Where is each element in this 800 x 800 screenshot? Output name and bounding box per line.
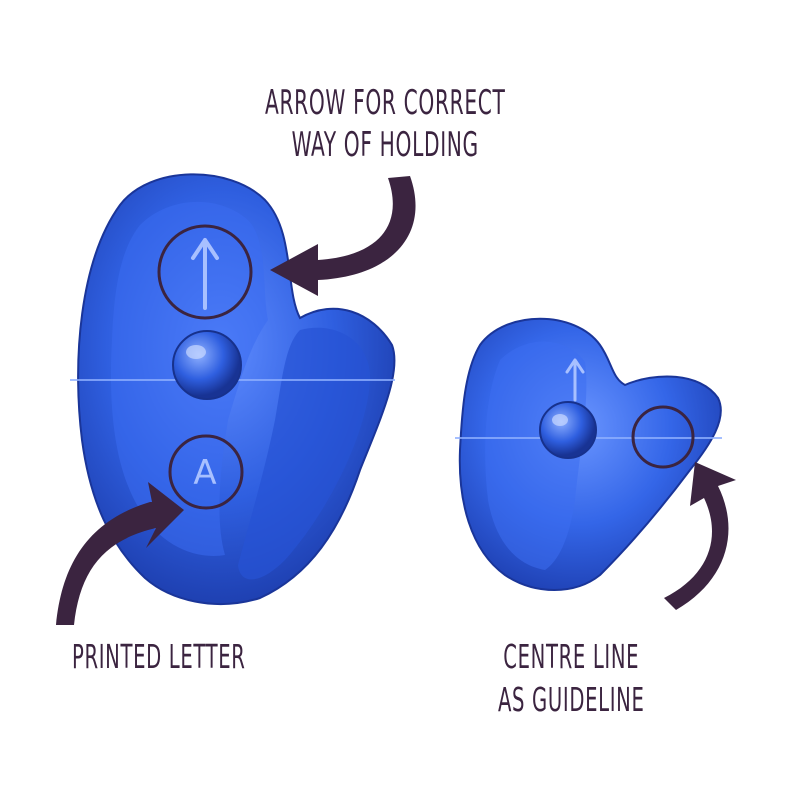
- centre-label-line2: AS GUIDELINE: [498, 680, 645, 719]
- small-cutter-knob: [539, 401, 597, 459]
- printed-letter-label: PRINTED LETTER: [72, 640, 246, 673]
- embossed-arrow-icon: [191, 238, 219, 310]
- small-cutter: [455, 317, 722, 591]
- arrow-for-holding-label: ARROW FOR CORRECT WAY OF HOLDING: [265, 86, 505, 162]
- embossed-letter-a: A: [193, 453, 216, 493]
- centre-line-highlight-circle: [631, 405, 695, 469]
- small-knob-highlight: [552, 414, 568, 426]
- large-cutter-knob: [172, 330, 242, 400]
- centre-line-label: CENTRE LINE AS GUIDELINE: [498, 640, 644, 716]
- arrow-label-line2: WAY OF HOLDING: [291, 125, 479, 165]
- arrow-to-centre-line-icon: [664, 462, 736, 610]
- arrow-highlight-circle: [157, 224, 253, 320]
- arrow-label-line1: ARROW FOR CORRECT: [265, 83, 506, 123]
- annotation-arrows: [56, 176, 736, 625]
- knob-highlight: [186, 345, 206, 359]
- arrow-to-holding-arrow-icon: [270, 176, 416, 296]
- letter-highlight-circle: [168, 434, 244, 510]
- printed-letter-text: PRINTED LETTER: [72, 637, 246, 676]
- small-cutter-letter-outline: [485, 341, 587, 570]
- small-embossed-arrow-icon: [565, 358, 585, 402]
- arrow-to-printed-letter-icon: [56, 482, 184, 625]
- centre-label-line1: CENTRE LINE: [503, 637, 640, 676]
- highlight-circles: [157, 224, 695, 510]
- large-cutter-right-lobe: [238, 327, 371, 580]
